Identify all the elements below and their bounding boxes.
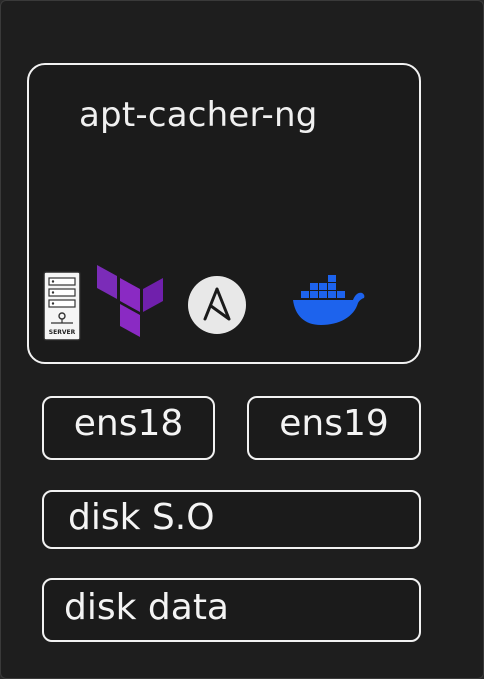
- disk-os-box[interactable]: disk S.O: [42, 490, 421, 549]
- server-icon: SERVER: [43, 271, 81, 341]
- terraform-icon: [97, 265, 163, 337]
- server-caption: SERVER: [49, 329, 76, 336]
- interface-ens19-label: ens19: [279, 403, 389, 444]
- disk-os-label: disk S.O: [68, 497, 215, 538]
- vm-title: apt-cacher-ng: [79, 95, 318, 135]
- vm-container-box[interactable]: apt-cacher-ng SERVER: [27, 63, 421, 364]
- disk-data-box[interactable]: disk data: [42, 578, 421, 642]
- interface-ens18-label: ens18: [73, 403, 184, 444]
- ansible-icon: [188, 276, 246, 334]
- docker-icon: [293, 275, 365, 325]
- disk-data-label: disk data: [64, 587, 229, 628]
- interface-ens18-box[interactable]: ens18: [42, 396, 215, 460]
- interface-ens19-box[interactable]: ens19: [247, 396, 421, 460]
